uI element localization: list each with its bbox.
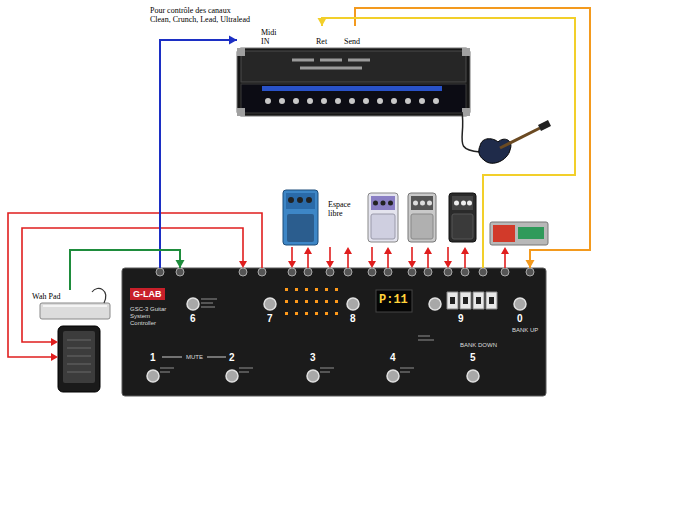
annotation-label: Espace libre [328, 200, 362, 218]
cable-connector [160, 40, 237, 268]
arrow-head [318, 18, 327, 26]
amp-top-panel [241, 51, 466, 82]
expression-cable [22, 228, 243, 342]
wah-pad: Wah Pad [30, 290, 114, 322]
printed-label: G-LAB [130, 288, 165, 300]
arrow-head [51, 338, 58, 346]
loop-cables [292, 247, 505, 268]
treadle-ridges [67, 340, 91, 372]
guitar-cable [462, 112, 480, 152]
amp-head: Midi IN Ret Send [237, 26, 470, 116]
arrow-head [229, 36, 237, 45]
footswitch-number: 5 [470, 352, 476, 364]
footswitch-number: 9 [458, 313, 464, 325]
pedal-knobs [373, 201, 393, 206]
footswitch-number: 3 [310, 352, 316, 364]
printed-label: Wah Pad [32, 292, 60, 301]
pedal-knobs [288, 197, 312, 203]
printed-label: GSC-3 Guitar System Controller [130, 306, 172, 327]
black-pedal [449, 193, 476, 242]
printed-label: Midi IN [261, 28, 281, 46]
footswitch-number: 8 [350, 313, 356, 325]
pedal-panel [286, 193, 315, 209]
mode-button-centres [450, 297, 494, 304]
preset-display [376, 290, 412, 312]
wah-pad-cable [92, 288, 106, 303]
footswitch-number: 7 [267, 313, 273, 325]
printed-label: Ret [316, 37, 327, 46]
wah-pad [40, 303, 110, 319]
expression-treadle [63, 331, 95, 383]
amp-cabinet [237, 48, 470, 116]
printed-label: BANK UP [512, 327, 538, 334]
cable-connector [322, 18, 575, 268]
arrow-head [526, 260, 535, 268]
footswitch-number: 1 [150, 352, 156, 364]
pedal-treadle [287, 214, 314, 242]
footswitch-number: 4 [390, 352, 396, 364]
guitar-system-controller: G-LAB GSC-3 Guitar System Controller 6 7 8 P:… [122, 268, 546, 396]
printed-label: BANK DOWN [460, 342, 497, 349]
status-leds [285, 288, 338, 315]
footswitch-number: 0 [517, 313, 523, 325]
tube-glow [262, 86, 442, 91]
tuner-panel [493, 225, 515, 242]
footswitch-number: 2 [229, 352, 235, 364]
pedal-treadle [371, 214, 395, 239]
printed-label: Send [344, 37, 360, 46]
pedal-knobs [454, 201, 472, 206]
tuner [490, 222, 548, 245]
blue-pedal [283, 190, 318, 245]
amp-corners [237, 48, 470, 116]
amp-front-panel [241, 84, 466, 113]
pedal-panel [452, 196, 473, 210]
guitar-body [479, 139, 511, 164]
footswitch-number: 6 [190, 313, 196, 325]
loop-arrow-heads [288, 247, 509, 268]
grey-pedal [408, 193, 436, 242]
wah-pad-highlight [43, 305, 107, 307]
switch-legends [160, 299, 434, 372]
expression-cable [8, 213, 262, 357]
arrow-head [176, 260, 185, 268]
pedal-treadle [411, 214, 433, 239]
amp-logo [292, 60, 370, 68]
white-pedal [368, 193, 398, 242]
cable-connector [70, 250, 180, 290]
printed-label: MUTE [186, 354, 203, 361]
pedal-panel [411, 196, 433, 210]
arrow-head [51, 353, 58, 361]
tuner-display [518, 227, 544, 239]
jack-sockets [156, 268, 534, 276]
printed-label: P:11 [379, 293, 408, 307]
pedal-panel [371, 196, 395, 210]
mode-buttons [447, 292, 497, 309]
controller-housing [122, 268, 546, 396]
expression-pedal [58, 326, 100, 392]
pedal-treadle [452, 214, 473, 239]
arrow-head [239, 261, 247, 268]
annotation-label: Pour contrôle des canaux Clean, Crunch, … [150, 6, 250, 24]
amp-knobs [265, 98, 439, 104]
pedal-knobs [413, 201, 432, 206]
guitar-neck [500, 128, 540, 148]
guitar-headstock [538, 120, 551, 131]
footswitches [147, 298, 526, 382]
cable-connector [355, 8, 590, 268]
